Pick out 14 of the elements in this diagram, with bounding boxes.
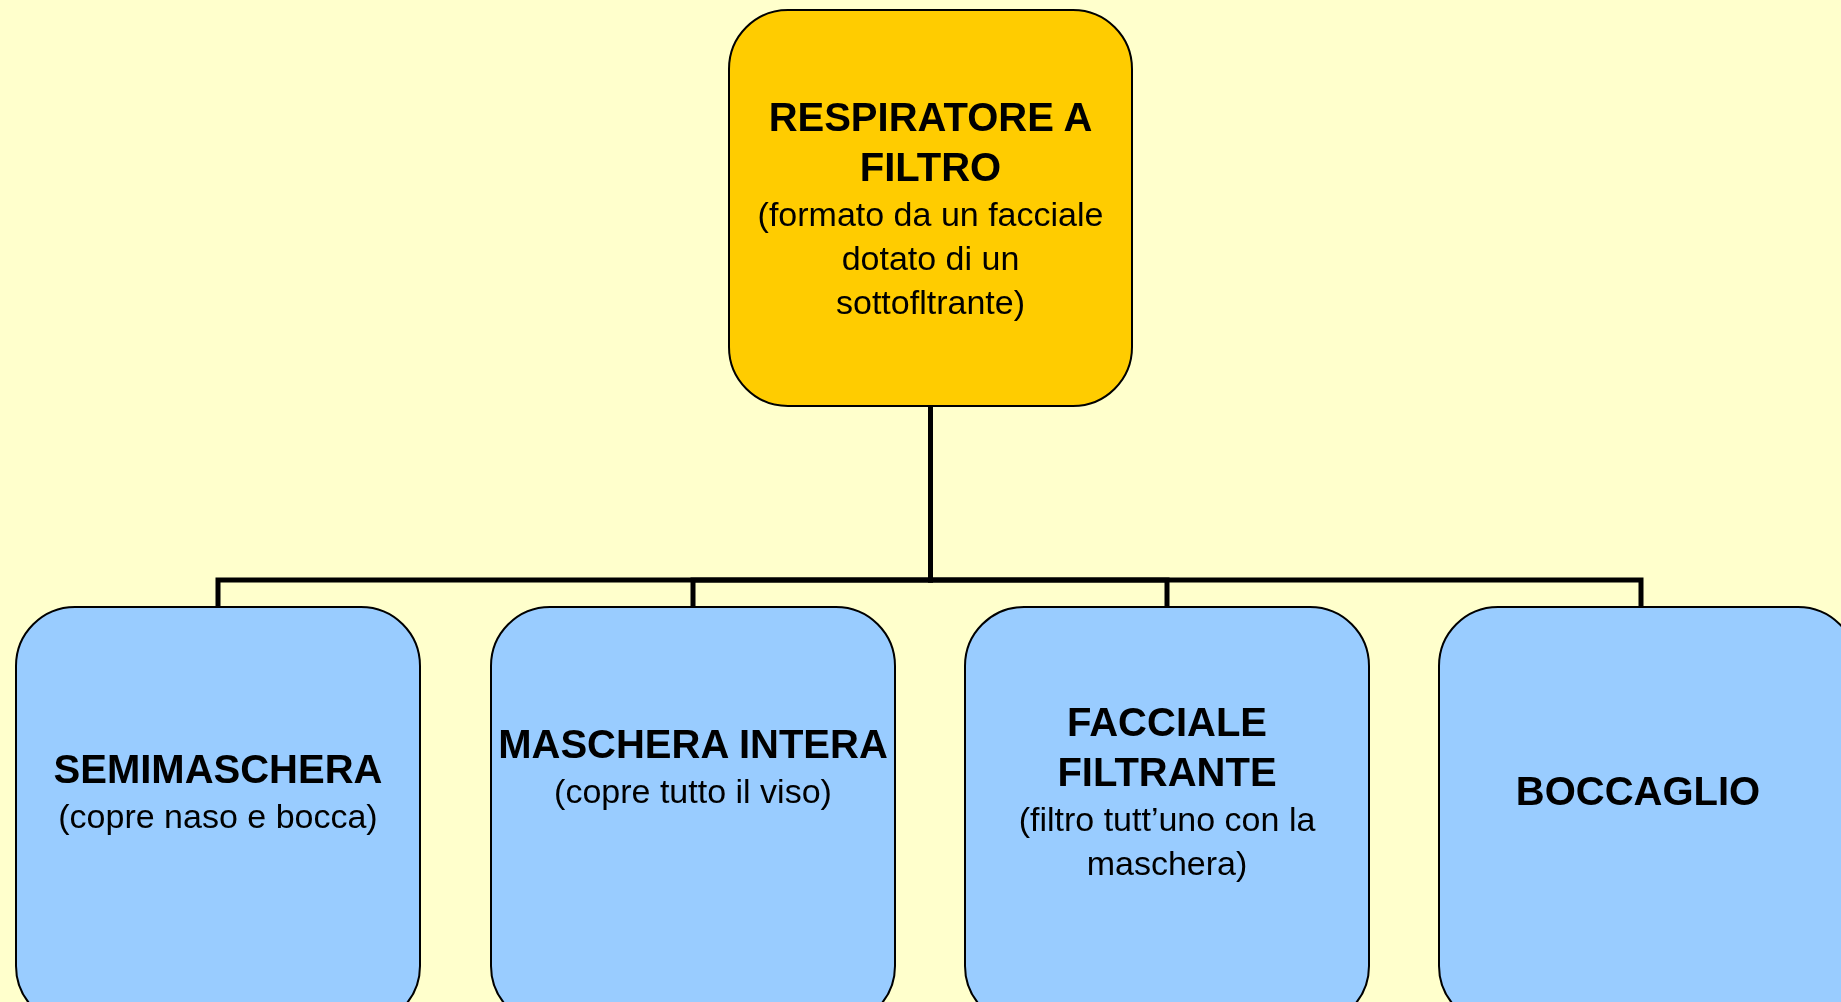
- node-title: SEMIMASCHERA: [53, 745, 383, 793]
- category-box: [490, 606, 896, 1002]
- category-box: [15, 606, 421, 1002]
- node-description: (filtro tutt’uno con la maschera): [1017, 798, 1317, 884]
- node-title: FACCIALE FILTRANTE: [1056, 698, 1278, 796]
- category-box: [1438, 606, 1841, 1002]
- node-title: MASCHERA INTERA: [498, 720, 888, 768]
- node-description: (copre naso e bocca): [58, 795, 378, 837]
- node-title: RESPIRATORE A FILTRO: [767, 93, 1094, 191]
- root-box: [728, 9, 1133, 407]
- node-description: (copre tutto il viso): [554, 770, 832, 812]
- node-description: (formato da un facciale dotato di un sottofltrante): [756, 193, 1105, 324]
- node-title: BOCCAGLIO: [1515, 768, 1761, 815]
- category-box: [964, 606, 1370, 1002]
